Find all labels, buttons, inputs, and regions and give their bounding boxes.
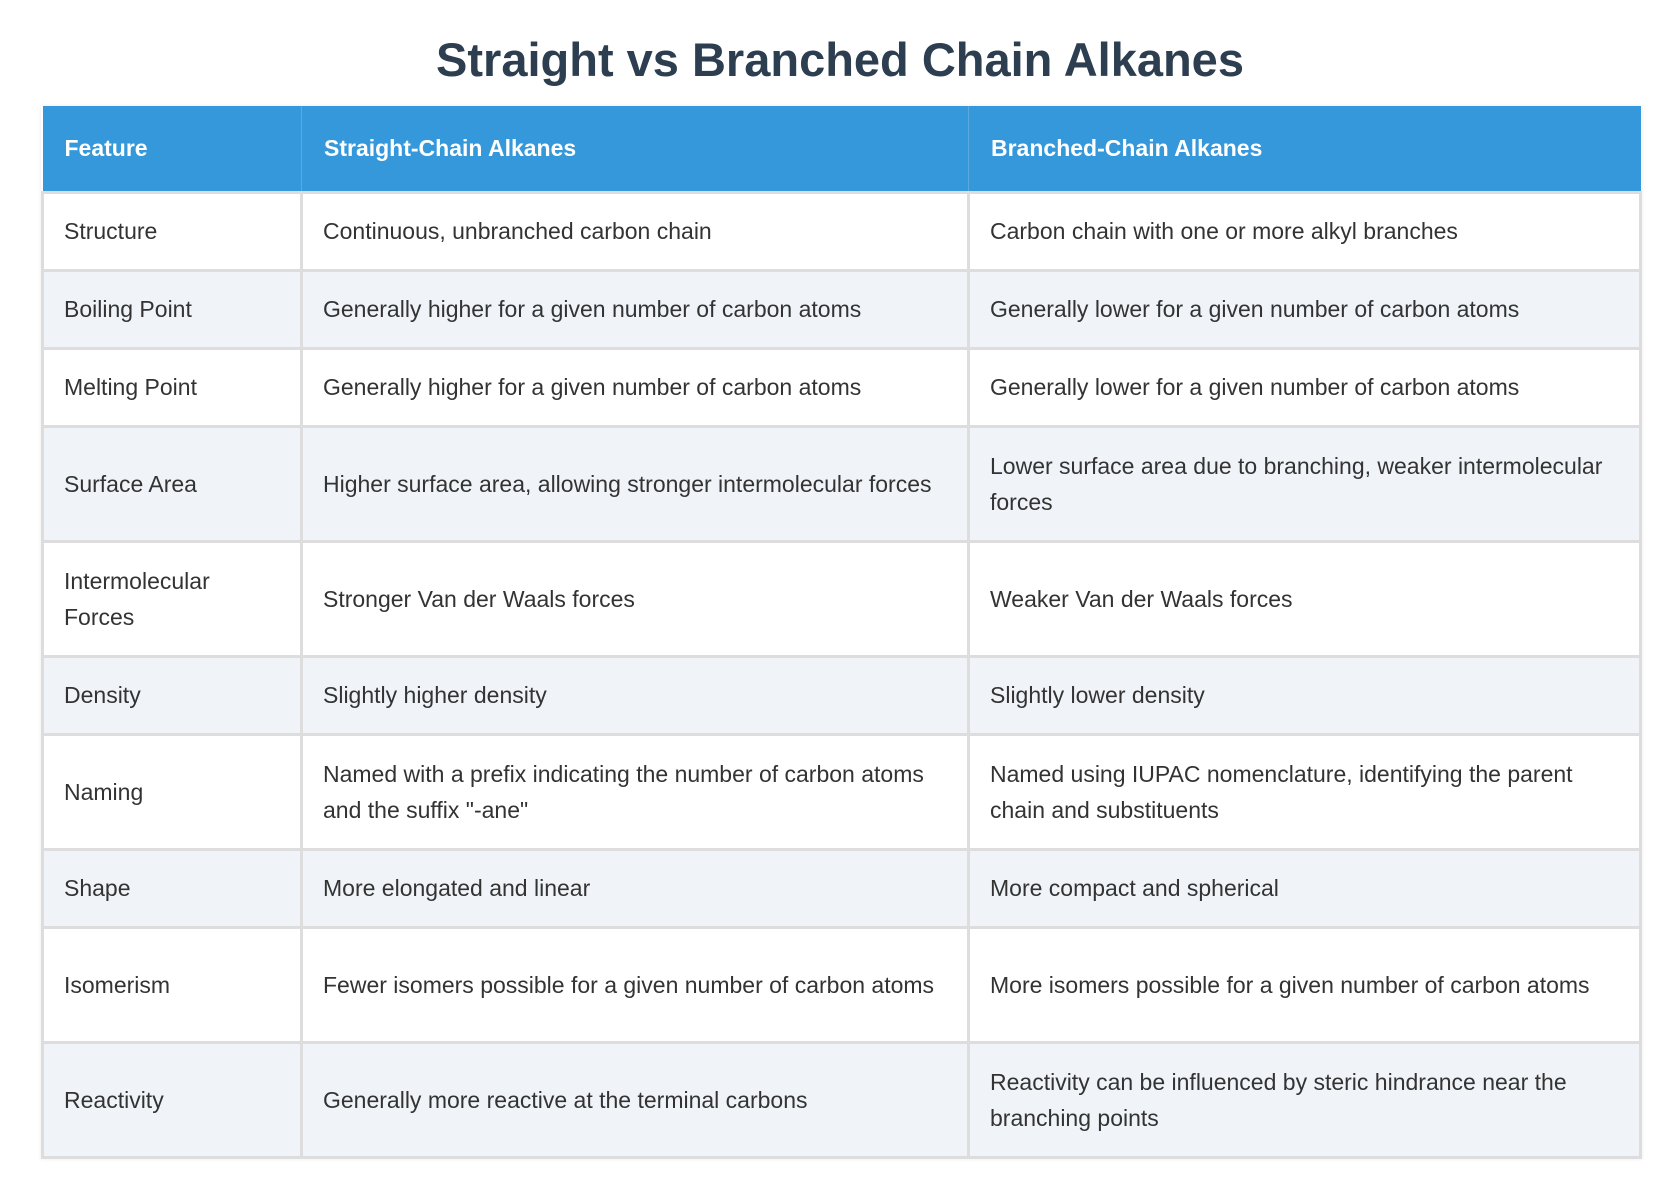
branched-chain-cell: Carbon chain with one or more alkyl bran…: [967, 190, 1642, 272]
comparison-table: Feature Straight-Chain Alkanes Branched-…: [41, 106, 1642, 1159]
straight-chain-cell: Generally higher for a given number of c…: [300, 346, 970, 428]
straight-chain-cell: Slightly higher density: [300, 654, 970, 736]
feature-cell: Naming: [41, 732, 303, 851]
feature-cell: Density: [41, 654, 303, 736]
header-row: Feature Straight-Chain Alkanes Branched-…: [42, 106, 1641, 192]
straight-chain-cell: Continuous, unbranched carbon chain: [300, 190, 970, 272]
table-row-intermolecular-forces: Intermolecular Forces Stronger Van der W…: [41, 539, 1642, 658]
branched-chain-cell: More isomers possible for a given number…: [967, 925, 1642, 1044]
straight-chain-cell: Fewer isomers possible for a given numbe…: [300, 925, 970, 1044]
branched-chain-cell: Reactivity can be influenced by steric h…: [967, 1040, 1642, 1159]
column-header-feature: Feature: [42, 106, 302, 192]
page-title: Straight vs Branched Chain Alkanes: [436, 33, 1244, 86]
branched-chain-cell: Slightly lower density: [967, 654, 1642, 736]
column-header-straight-chain: Straight-Chain Alkanes: [301, 106, 969, 192]
straight-chain-cell: Stronger Van der Waals forces: [300, 539, 970, 658]
table-row-surface-area: Surface Area Higher surface area, allowi…: [41, 424, 1642, 543]
branched-chain-cell: Named using IUPAC nomenclature, identify…: [967, 732, 1642, 851]
table-row-isomerism: Isomerism Fewer isomers possible for a g…: [41, 925, 1642, 1044]
straight-chain-cell: Named with a prefix indicating the numbe…: [300, 732, 970, 851]
column-header-branched-chain: Branched-Chain Alkanes: [968, 106, 1641, 192]
straight-chain-cell: Higher surface area, allowing stronger i…: [300, 424, 970, 543]
table-row-melting-point: Melting Point Generally higher for a giv…: [41, 346, 1642, 428]
feature-cell: Intermolecular Forces: [41, 539, 303, 658]
table-body: Structure Continuous, unbranched carbon …: [41, 190, 1642, 1159]
feature-cell: Isomerism: [41, 925, 303, 1044]
feature-cell: Reactivity: [41, 1040, 303, 1159]
straight-chain-cell: Generally higher for a given number of c…: [300, 268, 970, 350]
feature-cell: Structure: [41, 190, 303, 272]
table-row-density: Density Slightly higher density Slightly…: [41, 654, 1642, 736]
table-header: Feature Straight-Chain Alkanes Branched-…: [42, 106, 1641, 192]
table-row-naming: Naming Named with a prefix indicating th…: [41, 732, 1642, 851]
straight-chain-cell: More elongated and linear: [300, 847, 970, 929]
branched-chain-cell: Weaker Van der Waals forces: [967, 539, 1642, 658]
branched-chain-cell: Lower surface area due to branching, wea…: [967, 424, 1642, 543]
feature-cell: Shape: [41, 847, 303, 929]
table-row-reactivity: Reactivity Generally more reactive at th…: [41, 1040, 1642, 1159]
branched-chain-cell: Generally lower for a given number of ca…: [967, 346, 1642, 428]
table-row-shape: Shape More elongated and linear More com…: [41, 847, 1642, 929]
straight-chain-cell: Generally more reactive at the terminal …: [300, 1040, 970, 1159]
branched-chain-cell: More compact and spherical: [967, 847, 1642, 929]
feature-cell: Boiling Point: [41, 268, 303, 350]
feature-cell: Melting Point: [41, 346, 303, 428]
branched-chain-cell: Generally lower for a given number of ca…: [967, 268, 1642, 350]
table-row-structure: Structure Continuous, unbranched carbon …: [41, 190, 1642, 272]
feature-cell: Surface Area: [41, 424, 303, 543]
table-row-boiling-point: Boiling Point Generally higher for a giv…: [41, 268, 1642, 350]
